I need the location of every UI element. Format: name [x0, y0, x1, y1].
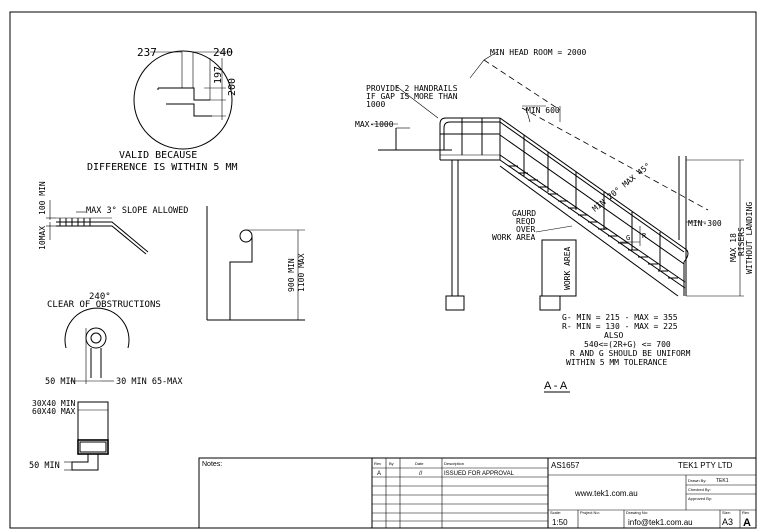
- rev-header-date: Date: [415, 461, 424, 466]
- rule-4: 540<=(2R+G) <= 700: [584, 340, 671, 349]
- stair-section-aa: MIN HEAD ROOM = 2000 PROVIDE 2 HANDRAILS…: [355, 48, 754, 393]
- guard-note-4: WORK AREA: [492, 233, 536, 242]
- rev-header-description: Description: [444, 461, 464, 466]
- landing-slope-detail: MAX 3° SLOPE ALLOWED 100 MIN 10MAX: [38, 181, 188, 255]
- section-max-label: 60X40 MAX: [32, 407, 76, 416]
- drawn-by-value: TEK1: [716, 478, 729, 484]
- scale-value: 1:50: [552, 518, 568, 527]
- size-label: Size:: [722, 510, 731, 515]
- dim-240: 240: [213, 46, 233, 59]
- handrail-min-label: 900 MIN: [287, 258, 296, 292]
- handrail-max-label: 1100 MAX: [297, 253, 306, 292]
- section-min-label: 30X40 MIN: [32, 399, 76, 408]
- approved-by-label: Approved By:: [688, 496, 712, 501]
- valid-note-line2: DIFFERENCE IS WITHIN 5 MM: [87, 162, 238, 173]
- rev-row-rev: A: [377, 471, 381, 477]
- handrails-note-1: PROVIDE 2 HANDRAILS: [366, 84, 458, 93]
- handrails-note-3: 1000: [366, 100, 385, 109]
- min-50-label-a: 50 MIN: [45, 377, 76, 387]
- rule-1: G- MIN = 215 - MAX = 355: [562, 313, 678, 322]
- clearance-detail: 240° CLEAR OF OBSTRUCTIONS 50 MIN 30 MIN…: [45, 292, 183, 387]
- project-no-label: Project No:: [580, 510, 600, 515]
- rev-row-date: //: [419, 471, 423, 477]
- handrails-note-2: IF GAP IS MORE THAN: [366, 92, 458, 101]
- max-1000-label: MAX-1000: [355, 120, 394, 129]
- max-10-label: 10MAX: [38, 226, 47, 250]
- rev-label: Rev: [742, 510, 749, 515]
- min-100-label: 100 MIN: [38, 181, 47, 215]
- title-block: Notes: Rev By Date Description A // ISSU…: [198, 457, 757, 529]
- drawing-id: AS1657: [551, 461, 580, 470]
- stair-treads: [508, 165, 678, 279]
- dim-197: 197: [213, 66, 224, 84]
- rule-5: R AND G SHOULD BE UNIFORM: [570, 349, 691, 358]
- rev-value: A: [743, 517, 751, 529]
- min-50-label-b: 50 MIN: [29, 461, 60, 471]
- rule-3: ALSO: [604, 331, 623, 340]
- max-risers-3: WITHOUT LANDING: [745, 202, 754, 274]
- detail-circle: [133, 50, 233, 150]
- range-30-65-label: 30 MIN 65-MAX: [116, 377, 183, 387]
- r-label: R: [642, 232, 647, 240]
- min-300-label: MIN-300: [688, 219, 722, 228]
- drawing-no-label: Drawing No:: [626, 510, 648, 515]
- checked-by-label: Checked By:: [688, 487, 711, 492]
- rule-6: WITHIN 5 MM TOLERANCE: [566, 358, 667, 367]
- size-value: A3: [722, 517, 733, 527]
- max-risers-2: RISERS: [737, 227, 746, 256]
- max-slope-label: MAX 3° SLOPE ALLOWED: [86, 206, 188, 216]
- rev-header-by: By: [389, 461, 394, 466]
- head-room-label: MIN HEAD ROOM = 2000: [490, 48, 587, 57]
- dim-200: 200: [227, 78, 238, 96]
- g-label: G: [626, 234, 630, 242]
- rail-section-detail: 30X40 MIN 60X40 MAX 50 MIN: [29, 399, 109, 471]
- company-website: www.tek1.com.au: [574, 489, 638, 498]
- company-email: info@tek1.com.au: [628, 518, 693, 527]
- tread-tolerance-detail: 237 240 197 200 VALID BECAUSE DIFFERENCE…: [87, 46, 238, 173]
- company-name: TEK1 PTY LTD: [678, 461, 733, 470]
- handrail-height-detail: 900 MIN 1100 MAX: [206, 206, 306, 321]
- rule-2: R- MIN = 130 - MAX = 225: [562, 322, 678, 331]
- guard-note-3: OVER: [516, 225, 535, 234]
- clearance-text: CLEAR OF OBSTRUCTIONS: [47, 300, 161, 310]
- clearance-angle: 240°: [89, 292, 111, 302]
- rev-row-description: ISSUED FOR APPROVAL: [444, 471, 515, 477]
- dim-237: 237: [137, 46, 157, 59]
- valid-note-line1: VALID BECAUSE: [119, 150, 197, 161]
- rev-header-rev: Rev: [374, 461, 381, 466]
- work-area-label: WORK AREA: [563, 246, 572, 290]
- scale-label: Scale:: [550, 510, 561, 515]
- section-label: A - A: [544, 380, 568, 392]
- max-risers-1: MAX 18: [729, 233, 738, 262]
- guard-note-1: GAURD: [512, 209, 536, 218]
- notes-label: Notes:: [202, 461, 222, 468]
- pitch-label: MIN 20° MAX 45°: [591, 161, 653, 213]
- min-600-label: MIN 600: [526, 106, 560, 115]
- guard-note-2: REQD: [516, 217, 535, 226]
- drawn-by-label: Drawn By:: [688, 478, 706, 483]
